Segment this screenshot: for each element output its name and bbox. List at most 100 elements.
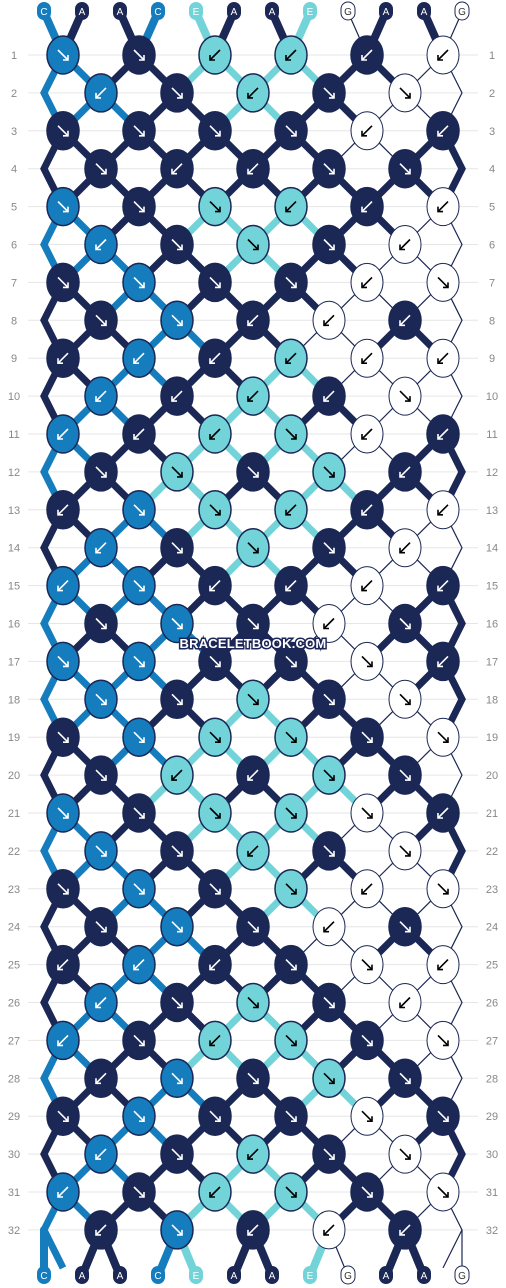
row-number-left: 30 xyxy=(8,1149,20,1161)
knot-arrow xyxy=(209,125,221,137)
knot xyxy=(312,148,346,189)
strand-cap-top xyxy=(340,1,356,21)
knot-arrow-head xyxy=(361,509,367,516)
knot-arrow-head xyxy=(361,282,367,289)
knot-arrow-head xyxy=(437,55,443,61)
knot xyxy=(388,679,422,719)
knot xyxy=(122,1172,156,1212)
knot-arrow xyxy=(57,883,69,895)
knot-arrow xyxy=(323,769,335,781)
knot-arrow-head xyxy=(285,585,291,592)
knot-arrow-head xyxy=(95,396,101,402)
knot-arrow-head xyxy=(361,130,367,137)
knot xyxy=(350,262,384,302)
row-number-right: 17 xyxy=(486,656,498,668)
knot-arrow-head xyxy=(177,623,183,630)
knot xyxy=(426,565,460,606)
knot-arrow-head xyxy=(443,737,449,744)
knot-arrow xyxy=(171,238,183,251)
strand-cap-top xyxy=(303,2,317,20)
knot xyxy=(46,641,80,682)
row-number-right: 14 xyxy=(486,543,498,555)
knot-arrow-head xyxy=(247,850,253,857)
knot-arrow xyxy=(247,996,259,1009)
knot-arrow-head xyxy=(291,964,297,971)
knot-arrow-head xyxy=(101,168,107,175)
strand-label-bottom: A xyxy=(269,1271,276,1282)
strand-cap-top xyxy=(75,2,89,20)
knot xyxy=(350,1096,384,1136)
strand-cap-bottom xyxy=(75,1266,89,1284)
knot-arrow xyxy=(437,959,449,971)
knot-arrow-head xyxy=(209,1040,215,1047)
knot-arrow xyxy=(57,276,69,288)
knot xyxy=(46,793,80,833)
knot xyxy=(122,869,156,909)
knot xyxy=(312,376,346,416)
row-number-left: 12 xyxy=(8,467,20,479)
knot-arrow xyxy=(399,845,411,857)
knot xyxy=(122,490,156,530)
row-number-right: 28 xyxy=(486,1073,498,1085)
knot-arrow xyxy=(133,655,145,667)
knot-arrow-head xyxy=(177,699,183,706)
knot xyxy=(160,1134,194,1174)
knot-arrow-head xyxy=(247,396,253,402)
knot-arrow xyxy=(209,959,221,971)
knot-arrow-head xyxy=(323,320,329,327)
knot-arrow-head xyxy=(177,1002,183,1009)
knot-arrow-head xyxy=(95,244,101,251)
knot-arrow xyxy=(171,390,183,402)
row-number-right: 29 xyxy=(486,1111,498,1123)
knot xyxy=(388,983,422,1022)
knot xyxy=(84,148,118,189)
knot-arrow xyxy=(133,959,145,971)
knot-arrow-head xyxy=(437,434,443,440)
watermark: BRACELETBOOK.COM xyxy=(180,636,327,651)
knot-arrow xyxy=(209,1186,221,1198)
knot-arrow-head xyxy=(399,1229,405,1236)
knot xyxy=(350,1020,384,1061)
knot xyxy=(198,35,232,75)
knot-arrow xyxy=(323,238,335,251)
knot-arrow-head xyxy=(139,813,145,819)
knot-arrow xyxy=(209,49,221,61)
knot-arrow xyxy=(95,1148,107,1160)
knot-arrow xyxy=(133,1110,145,1122)
knot-arrow-head xyxy=(437,358,443,365)
knot xyxy=(312,224,346,265)
knot-arrow-head xyxy=(405,1078,411,1085)
row-number-right: 9 xyxy=(489,353,495,365)
knot-arrow xyxy=(95,314,107,326)
knot-arrow-head xyxy=(253,1002,259,1009)
knot-arrow-head xyxy=(405,926,411,933)
knot-arrow xyxy=(285,428,297,440)
strand-label-top: G xyxy=(344,7,352,18)
knot-arrow-head xyxy=(399,547,405,554)
knot-arrow-head xyxy=(253,1078,259,1085)
knot xyxy=(84,831,118,871)
strand-label-top: A xyxy=(383,7,390,18)
knot-arrow-head xyxy=(367,964,373,971)
knot-arrow-head xyxy=(329,850,335,857)
knot-arrow-head xyxy=(215,737,221,744)
knot xyxy=(198,1172,232,1212)
row-number-left: 9 xyxy=(11,353,17,365)
knot xyxy=(388,603,422,644)
knot-arrow xyxy=(437,580,449,592)
knot xyxy=(198,869,232,909)
row-number-left: 11 xyxy=(8,429,19,441)
knot-arrow xyxy=(361,883,373,895)
knot xyxy=(46,1096,80,1136)
knot-arrow xyxy=(361,276,373,288)
strand-label-bottom: E xyxy=(193,1271,200,1282)
knot xyxy=(46,1172,80,1212)
knot-arrow-head xyxy=(95,1002,101,1009)
strand-cap-top xyxy=(417,2,431,20)
knot xyxy=(84,73,118,113)
knot-arrow xyxy=(209,1034,221,1046)
knot-arrow-head xyxy=(63,1116,69,1122)
knot-arrow-head xyxy=(253,699,259,706)
knot-arrow-head xyxy=(323,926,329,933)
knot-arrow xyxy=(285,655,297,667)
